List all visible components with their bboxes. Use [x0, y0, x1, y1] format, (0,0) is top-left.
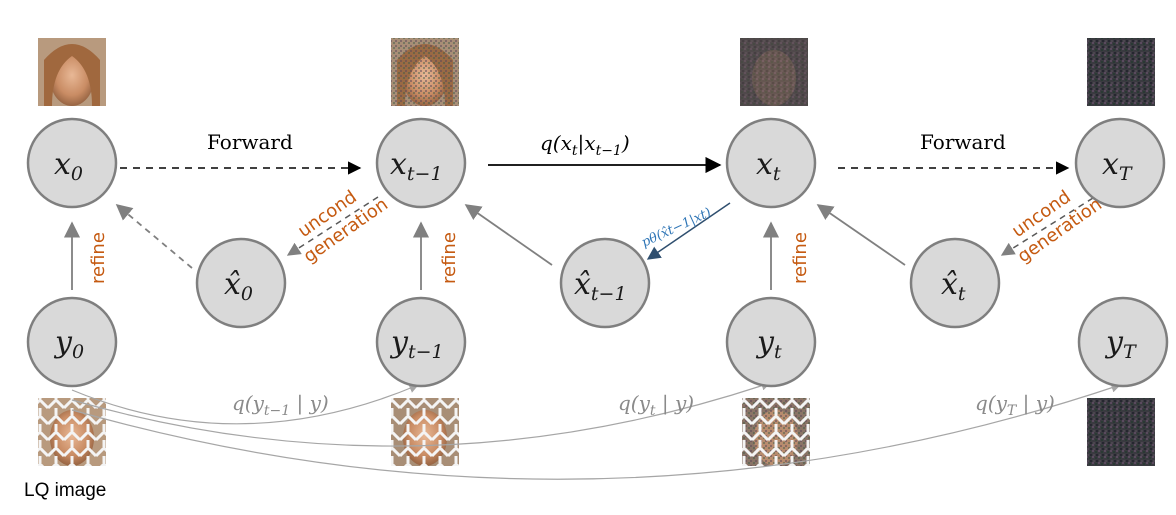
curve-lq-to-yT: [71, 383, 1121, 480]
node-yt-minus-1: yt−1: [375, 296, 467, 388]
refine-label-t: refine: [790, 232, 811, 284]
thumb-clean-face: [38, 38, 106, 106]
node-yT: yT: [1077, 296, 1169, 388]
node-xT: xT: [1074, 117, 1166, 209]
uncond-generation-label-1: uncond generation: [294, 186, 392, 267]
node-x0: x0: [26, 117, 118, 209]
curve-lq-to-yt: [71, 381, 771, 447]
xhat0-to-x0-arrow: [115, 203, 193, 269]
node-xt-minus-1: xt−1: [375, 117, 467, 209]
node-xt: xt: [725, 117, 817, 209]
p-theta-arrow: [646, 202, 731, 260]
lq-image-label: LQ image: [24, 480, 106, 501]
node-y0: y0: [26, 296, 118, 388]
q-yT-label: q(yT | y): [975, 391, 1055, 419]
svg-text:x̂t: x̂t: [941, 267, 966, 305]
q-yt-label: q(yt | y): [618, 391, 694, 419]
p-theta-label: pθ(x̂t−1|xt): [639, 205, 713, 250]
uncond-arrow-1: [286, 196, 379, 256]
svg-text:xT: xT: [1102, 147, 1133, 185]
forward-label-2: Forward: [920, 130, 1006, 154]
thumb-lq-T: [1087, 398, 1155, 466]
thumb-noisy-face-t1: [391, 38, 459, 106]
svg-text:x̂t−1: x̂t−1: [574, 267, 627, 305]
node-xhat-t-minus-1: x̂t−1: [559, 237, 651, 329]
refine-label-t1: refine: [439, 232, 460, 284]
thumb-lq-t: [742, 398, 810, 466]
svg-text:x̂0: x̂0: [224, 267, 253, 305]
forward-label-1: Forward: [207, 130, 293, 154]
thumb-lq-image: [38, 398, 106, 466]
svg-text:x0: x0: [54, 147, 83, 185]
xhatt-to-xt-arrow: [816, 204, 906, 266]
thumb-noisy-face-t: [740, 38, 808, 106]
uncond-arrow-2: [1000, 197, 1094, 256]
node-xhat0: x̂0: [195, 237, 287, 329]
svg-text:xt−1: xt−1: [390, 147, 443, 185]
q-forward-label: q(xt|xt−1): [540, 131, 630, 159]
svg-text:y0: y0: [53, 325, 84, 363]
curve-lq-to-yt1: [71, 383, 419, 425]
node-xhat-t: x̂t: [909, 237, 1001, 329]
thumb-pure-noise-T: [1087, 38, 1155, 106]
refine-label-0: refine: [88, 232, 109, 284]
svg-text:yt: yt: [755, 325, 782, 363]
xhatt1-to-xt1-arrow: [464, 204, 553, 266]
thumb-lq-t1: [391, 398, 459, 466]
q-yt-minus-1-label: q(yt−1 | y): [232, 391, 329, 419]
svg-text:xt: xt: [756, 147, 781, 185]
svg-text:yt−1: yt−1: [389, 325, 444, 363]
svg-text:yT: yT: [1104, 325, 1137, 363]
node-yt: yt: [725, 296, 817, 388]
